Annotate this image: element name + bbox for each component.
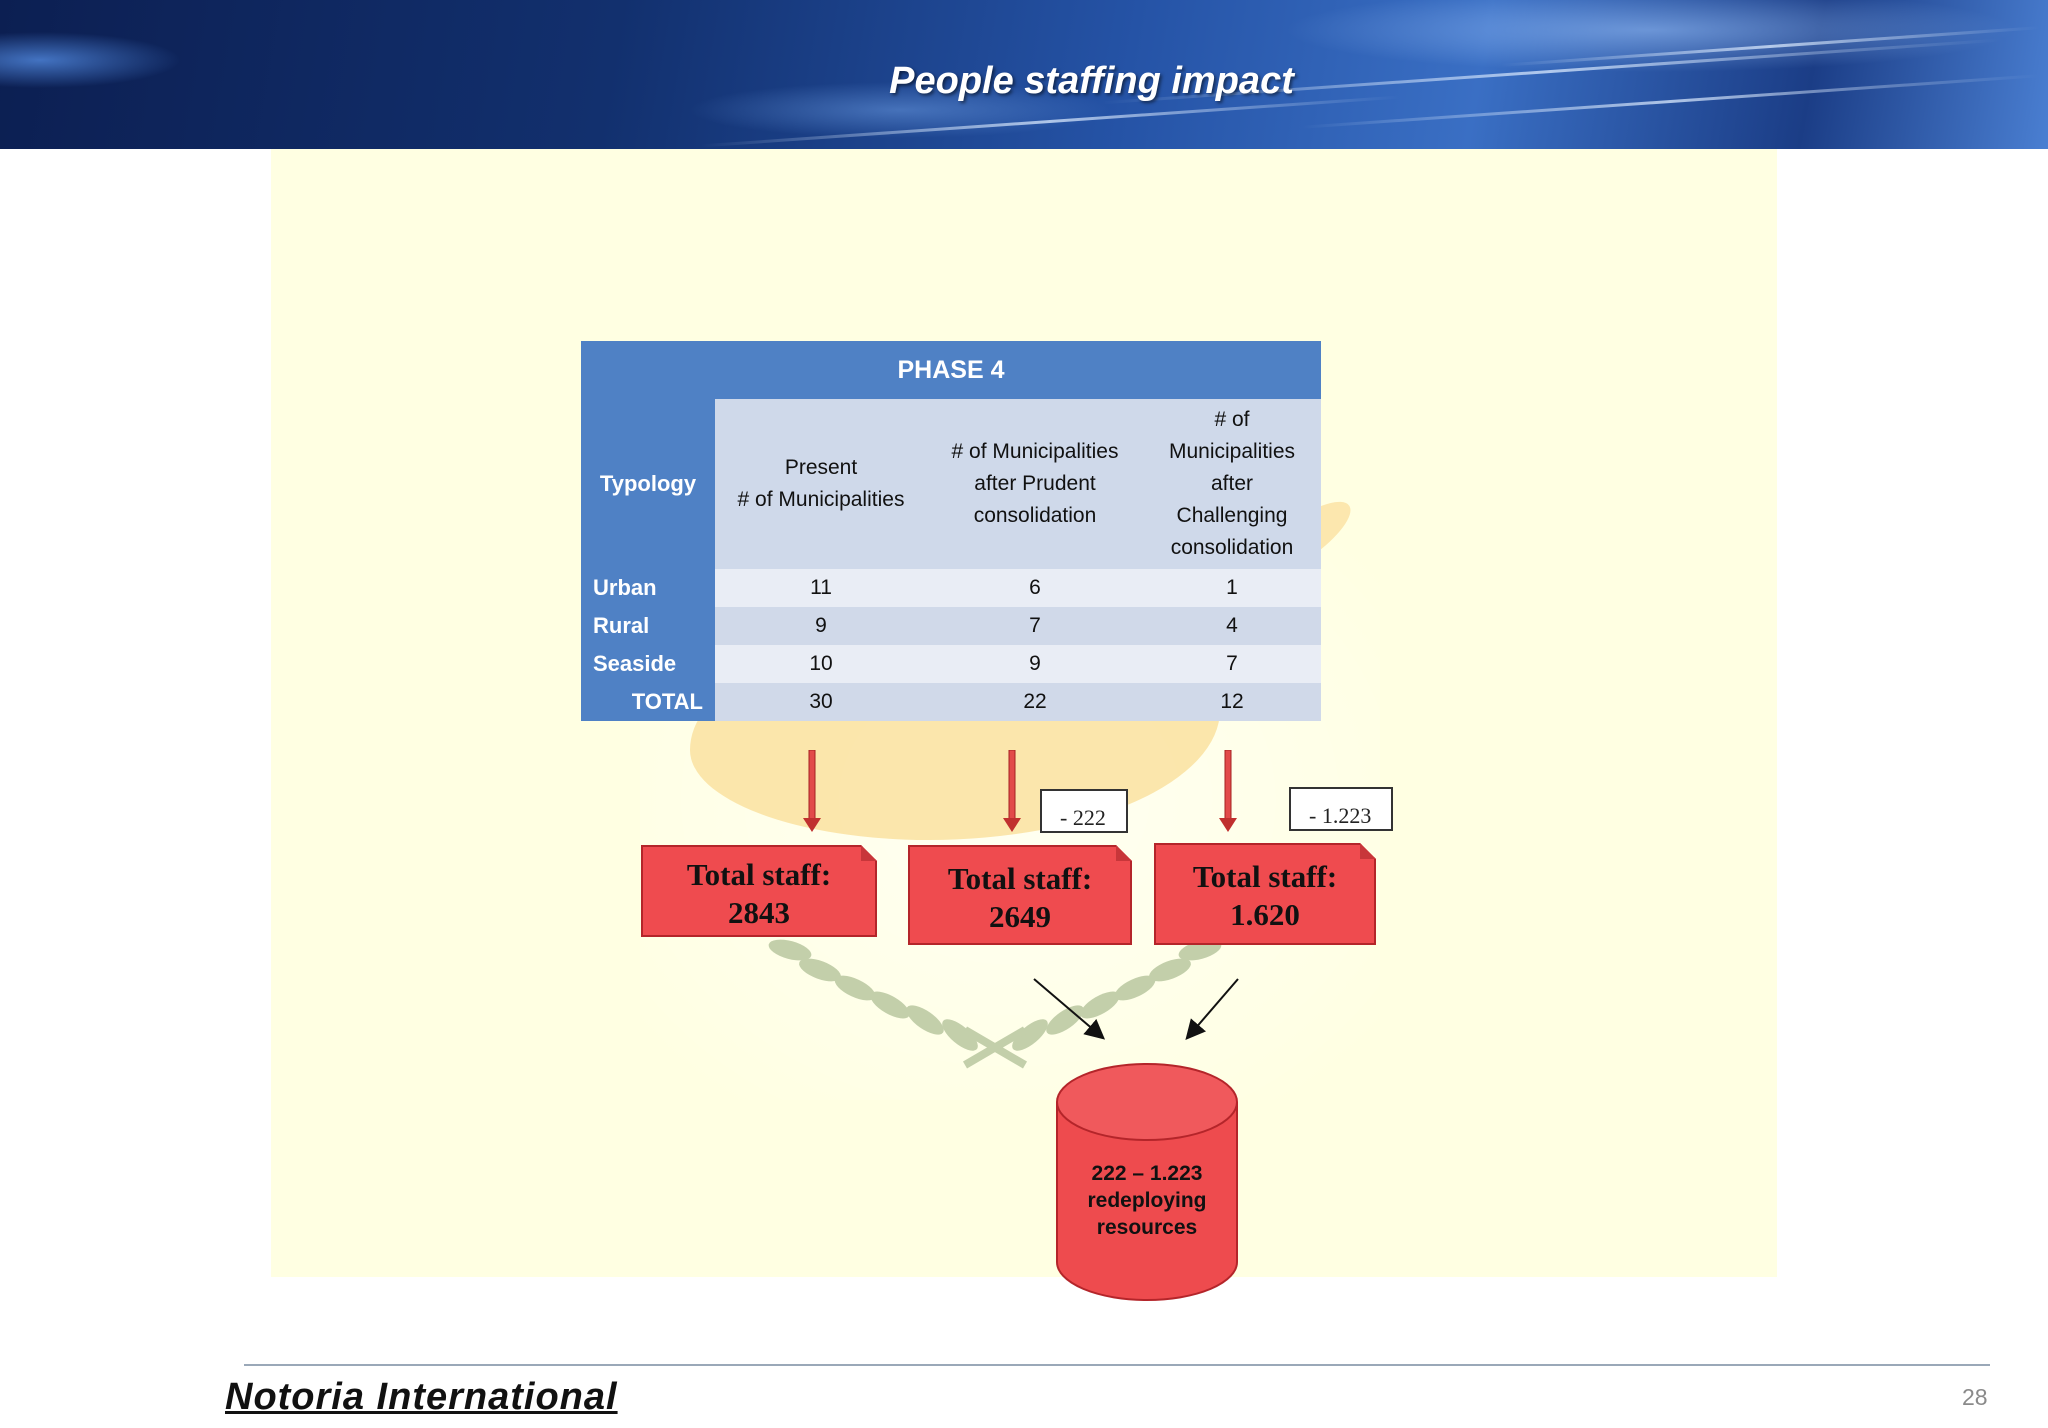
down-arrow-icon bbox=[803, 750, 821, 832]
arrow-right bbox=[1185, 978, 1239, 1041]
cell-prudent: 22 bbox=[927, 683, 1143, 721]
cell-prudent: 6 bbox=[927, 569, 1143, 607]
page-number: 28 bbox=[1962, 1384, 1988, 1410]
cell-present: 30 bbox=[715, 683, 927, 721]
cell-challenging: 1 bbox=[1143, 569, 1321, 607]
table-row: Urban 11 6 1 bbox=[581, 569, 1321, 607]
col-present: Present # of Municipalities bbox=[715, 399, 927, 569]
total-staff-box: Total staff: 2649 bbox=[908, 845, 1132, 945]
cell-challenging: 4 bbox=[1143, 607, 1321, 645]
arrow-left bbox=[1033, 978, 1106, 1040]
row-label: Seaside bbox=[581, 645, 715, 683]
converging-arrows bbox=[1033, 978, 1239, 1041]
footer-divider bbox=[244, 1364, 1990, 1366]
total-staff-label: Total staff: bbox=[947, 861, 1093, 896]
row-label-total: TOTAL bbox=[581, 683, 715, 721]
table-row: Rural 9 7 4 bbox=[581, 607, 1321, 645]
total-staff-label: Total staff: bbox=[1192, 859, 1338, 894]
row-label: Rural bbox=[581, 607, 715, 645]
table-row-total: TOTAL 30 22 12 bbox=[581, 683, 1321, 721]
cell-challenging: 12 bbox=[1143, 683, 1321, 721]
table-phase-header-row: PHASE 4 bbox=[581, 341, 1321, 399]
cell-challenging: 7 bbox=[1143, 645, 1321, 683]
total-staff-value: 2843 bbox=[728, 895, 790, 930]
col-challenging: # of Municipalities after Challenging co… bbox=[1143, 399, 1321, 569]
cell-present: 10 bbox=[715, 645, 927, 683]
row-label: Urban bbox=[581, 569, 715, 607]
col-prudent: # of Municipalities after Prudent consol… bbox=[927, 399, 1143, 569]
redeploy-text: 222 – 1.223 redeploying resources bbox=[1087, 1162, 1207, 1239]
delta-prudent: - 222 bbox=[1040, 789, 1128, 833]
col-typology: Typology bbox=[581, 399, 715, 569]
down-arrow-icon bbox=[1219, 750, 1237, 832]
total-staff-box: Total staff: 1.620 bbox=[1154, 843, 1376, 945]
cell-prudent: 9 bbox=[927, 645, 1143, 683]
total-staff-value: 1.620 bbox=[1230, 897, 1300, 932]
cell-prudent: 7 bbox=[927, 607, 1143, 645]
table-column-header-row: Typology Present # of Municipalities # o… bbox=[581, 399, 1321, 569]
table-row: Seaside 10 9 7 bbox=[581, 645, 1321, 683]
header-banner: People staffing impact bbox=[0, 0, 2048, 149]
down-arrow-icon bbox=[1003, 750, 1021, 832]
olive-wreath-emblem bbox=[768, 939, 1222, 1069]
footer-brand: Notoria International bbox=[225, 1376, 618, 1418]
page-title: People staffing impact bbox=[889, 60, 1294, 102]
total-staff-box: Total staff: 2843 bbox=[641, 845, 877, 937]
cell-present: 9 bbox=[715, 607, 927, 645]
phase-table: PHASE 4 Typology Present # of Municipali… bbox=[581, 341, 1321, 721]
redeploy-cylinder bbox=[1056, 1063, 1238, 1301]
cell-present: 11 bbox=[715, 569, 927, 607]
phase-title: PHASE 4 bbox=[581, 341, 1321, 399]
total-staff-label: Total staff: bbox=[686, 857, 832, 892]
delta-challenging: - 1.223 bbox=[1289, 787, 1393, 831]
total-staff-value: 2649 bbox=[989, 899, 1051, 934]
